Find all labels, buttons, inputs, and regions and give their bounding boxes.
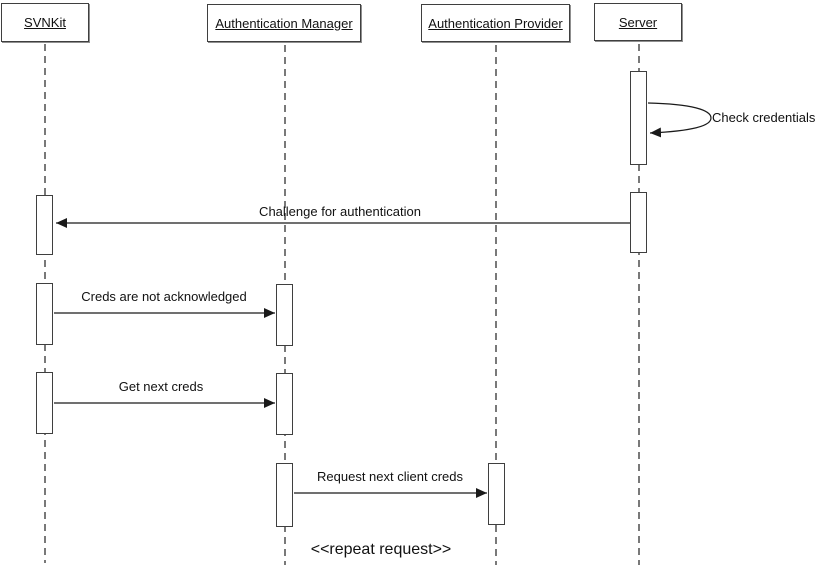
message-arrow-check-credentials <box>647 102 712 138</box>
actor-box-server: Server <box>594 3 682 41</box>
activation-svnkit-2 <box>36 283 53 345</box>
activation-auth-manager-2 <box>276 373 293 435</box>
actor-label-auth-provider: Authentication Provider <box>428 15 563 31</box>
activation-svnkit-3 <box>36 372 53 434</box>
activation-auth-manager-3 <box>276 463 293 527</box>
repeat-request-annotation: <<repeat request>> <box>310 541 452 558</box>
activation-server-2 <box>630 192 647 253</box>
actor-box-svnkit: SVNKit <box>1 3 89 42</box>
activation-svnkit-1 <box>36 195 53 255</box>
actor-box-auth-manager: Authentication Manager <box>207 4 361 42</box>
actor-label-server: Server <box>618 14 658 30</box>
activation-auth-manager-1 <box>276 284 293 346</box>
message-label-challenge-for-authentication: Challenge for authentication <box>259 204 421 219</box>
message-label-creds-not-acknowledged: Creds are not acknowledged <box>81 289 247 304</box>
message-label-get-next-creds: Get next creds <box>118 379 204 394</box>
activation-auth-provider-1 <box>488 463 505 525</box>
actor-label-svnkit: SVNKit <box>24 15 66 30</box>
activation-server-1 <box>630 71 647 165</box>
message-label-request-next-client-creds: Request next client creds <box>317 469 463 484</box>
actor-box-auth-provider: Authentication Provider <box>421 4 570 42</box>
message-label-check-credentials: Check credentials <box>712 110 816 125</box>
actor-label-auth-manager: Authentication Manager <box>215 15 353 31</box>
